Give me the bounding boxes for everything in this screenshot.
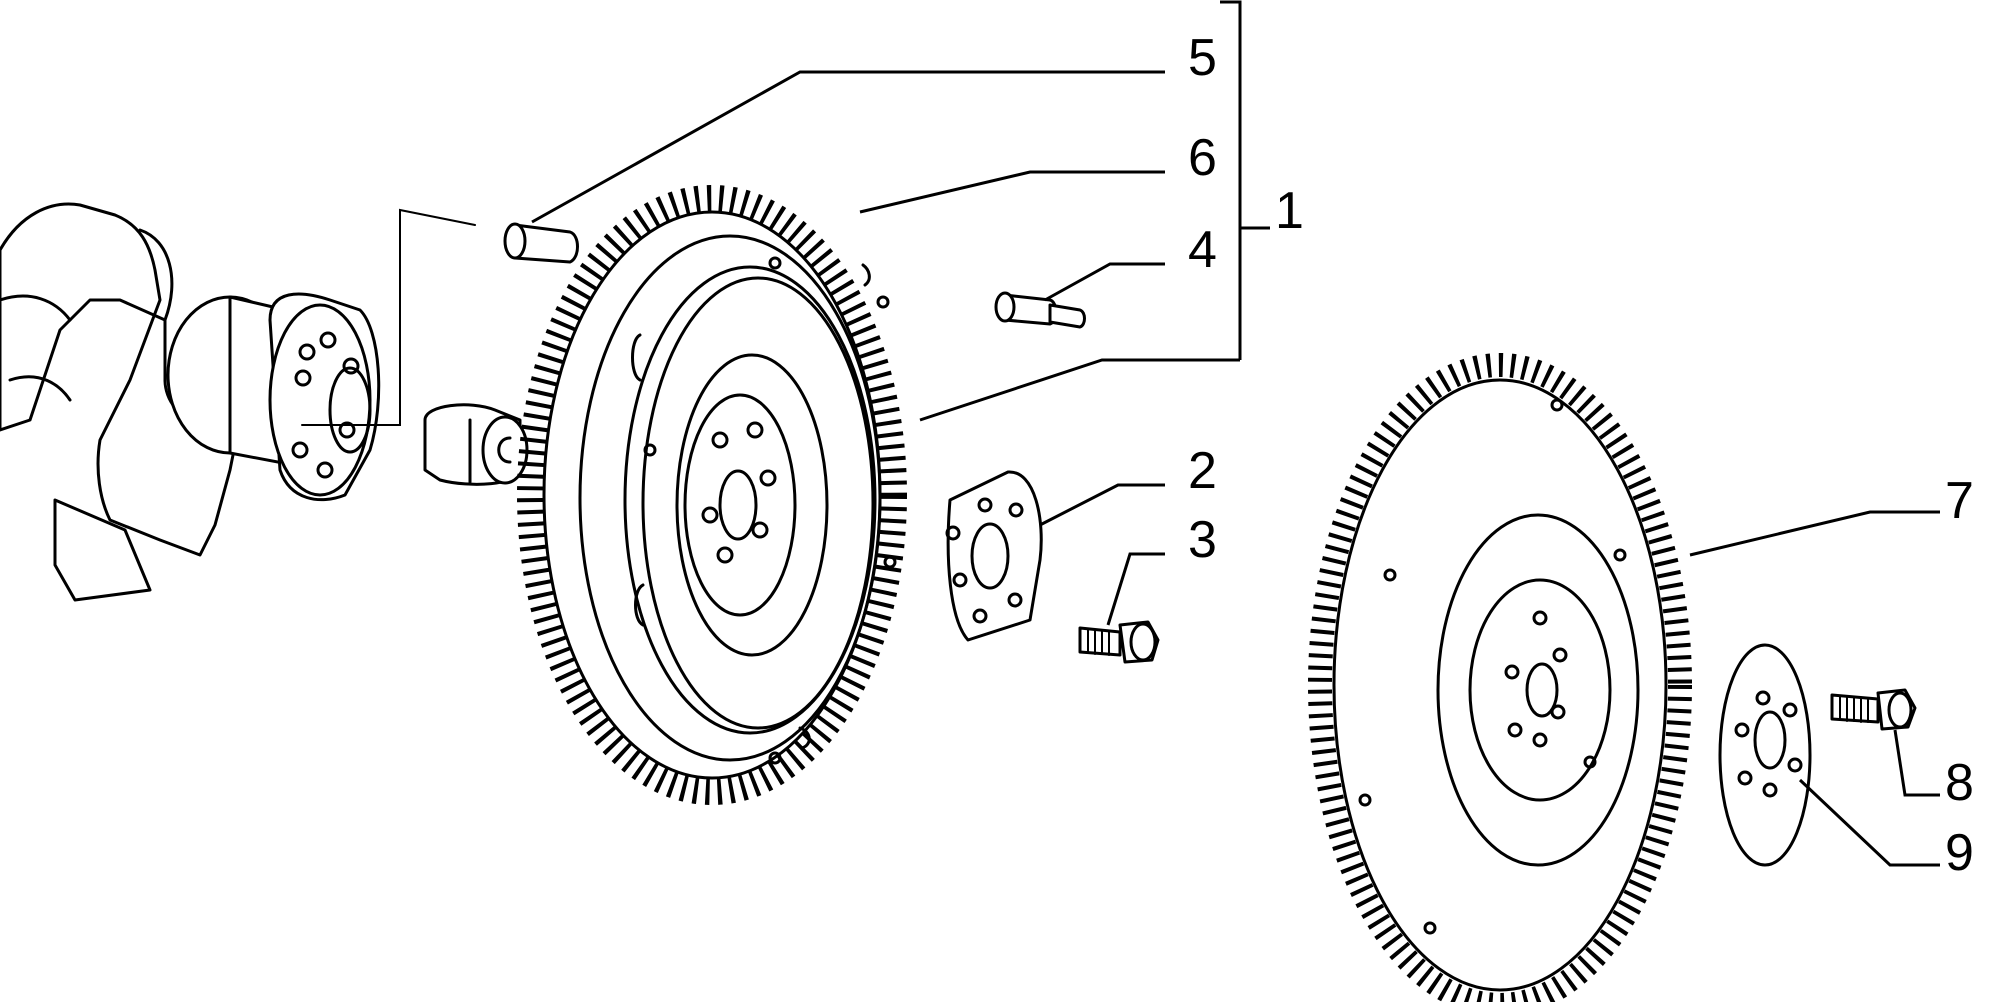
callouts: 5 6 1 4 2 3 7 8 9 xyxy=(1188,29,1974,882)
pilot-bush xyxy=(423,403,529,486)
dowel-pin xyxy=(503,222,579,264)
stud-bolt xyxy=(994,291,1086,329)
bracket-1 xyxy=(1220,0,1270,360)
callout-8: 8 xyxy=(1945,754,1974,812)
leader-5 xyxy=(531,70,1165,224)
leader-2 xyxy=(1039,483,1165,527)
hex-bolt-right xyxy=(1830,688,1917,731)
leader-4 xyxy=(1044,262,1165,302)
leader-7 xyxy=(1689,510,1940,557)
leader-1-target xyxy=(919,358,1240,422)
callout-9: 9 xyxy=(1945,824,1974,882)
flange-plate-right xyxy=(1718,643,1812,867)
callout-4: 4 xyxy=(1188,221,1217,279)
ring-gear-teeth-right xyxy=(1308,353,1692,1002)
leader-3 xyxy=(1106,552,1165,626)
flywheel-assembly xyxy=(517,185,907,805)
flange-plate xyxy=(945,470,1043,642)
ring-gear-teeth-left xyxy=(517,185,907,805)
leader-9 xyxy=(1798,778,1940,867)
callout-7: 7 xyxy=(1945,472,1974,530)
leader-6 xyxy=(859,170,1165,214)
callout-1: 1 xyxy=(1275,182,1304,240)
flywheel-right xyxy=(1308,353,1692,1002)
hex-bolt-left xyxy=(1078,620,1160,664)
leader-8 xyxy=(1893,729,1940,797)
callout-2: 2 xyxy=(1188,442,1217,500)
crankshaft xyxy=(0,202,476,602)
callout-3: 3 xyxy=(1188,511,1217,569)
callout-6: 6 xyxy=(1188,129,1217,187)
leader-lines xyxy=(531,0,1940,867)
callout-5: 5 xyxy=(1188,29,1217,87)
